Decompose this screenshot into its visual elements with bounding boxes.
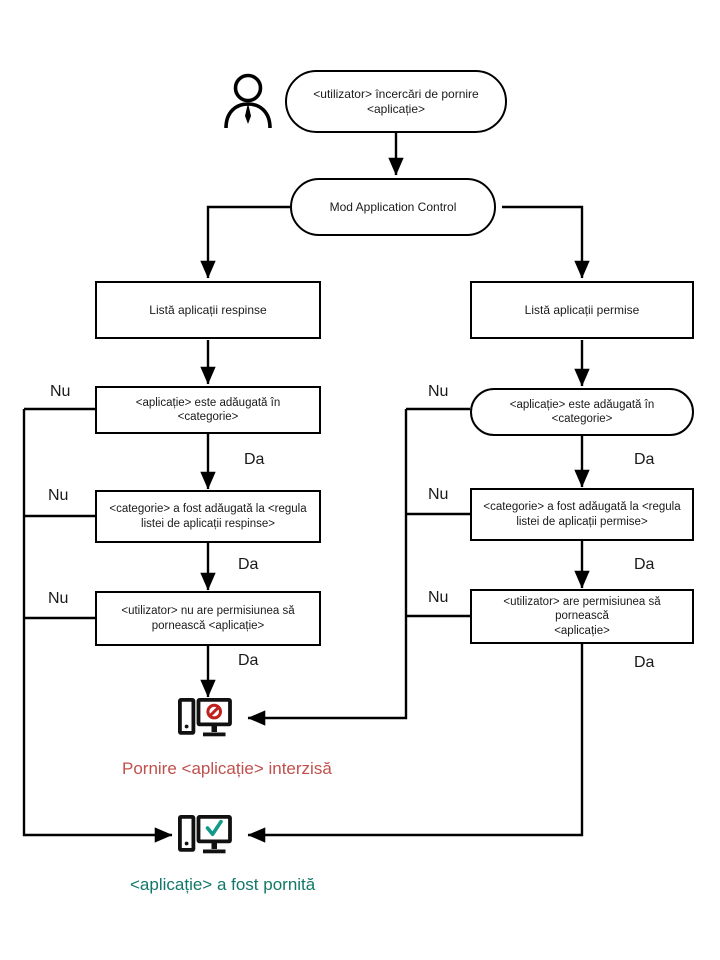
node-right-category[interactable]: <aplicație> este adăugată în <categorie>: [470, 388, 694, 436]
edge-right-rail-to-denied-icon: [247, 409, 408, 726]
outcome-started-caption: <aplicație> a fost pornită: [130, 875, 316, 894]
edge-left-rail-to-started-icon: [22, 409, 173, 843]
edge-label-right-category-yes: Da: [634, 451, 655, 468]
edge-label-right-permission-yes: Da: [634, 654, 655, 671]
edge-label-right-permission-no: Nu: [428, 589, 449, 606]
edge-label-left-category-no: Nu: [50, 383, 71, 400]
edge-label-right-rule-no: Nu: [428, 486, 449, 503]
node-left-permission-label: <utilizator> nu are permisiunea să porne…: [121, 605, 295, 632]
computer-allowed-icon: [178, 815, 232, 854]
node-left-rule[interactable]: <categorie> a fost adăugată la <regula l…: [95, 490, 321, 543]
edge-label-right-rule-yes: Da: [634, 556, 655, 573]
node-left-permission[interactable]: <utilizator> nu are permisiunea să porne…: [95, 591, 321, 646]
edge-mode-to-denied-list: [200, 205, 290, 279]
edge-right-permission-yes-to-started-icon: [247, 644, 584, 843]
node-left-category[interactable]: <aplicație> este adăugată în <categorie>: [95, 386, 321, 434]
node-right-rule-label: <categorie> a fost adăugată la <regula l…: [483, 501, 681, 528]
node-left-rule-label: <categorie> a fost adăugată la <regula l…: [109, 503, 307, 530]
edge-label-right-category-no: Nu: [428, 383, 449, 400]
computer-blocked-icon: [178, 698, 232, 737]
node-right-category-label: <aplicație> este adăugată în <categorie>: [509, 398, 655, 425]
edge-label-left-rule-yes: Da: [238, 556, 259, 573]
node-allowed-list[interactable]: Listă aplicații permise: [470, 281, 694, 339]
node-right-permission[interactable]: <utilizator> are permisiunea să porneasc…: [470, 589, 694, 644]
node-denied-list-label: Listă aplicații respinse: [149, 302, 267, 317]
edge-label-left-permission-no: Nu: [48, 590, 69, 607]
person-icon: [224, 73, 272, 129]
node-start-label: <utilizator> încercări de pornire <aplic…: [313, 86, 479, 116]
edge-label-left-permission-yes: Da: [238, 652, 259, 669]
node-right-rule[interactable]: <categorie> a fost adăugată la <regula l…: [470, 488, 694, 541]
node-allowed-list-label: Listă aplicații permise: [524, 302, 640, 317]
node-left-category-label: <aplicație> este adăugată în <categorie>: [135, 396, 281, 423]
node-mode[interactable]: Mod Application Control: [290, 178, 496, 236]
outcome-denied-caption: Pornire <aplicație> interzisă: [122, 759, 332, 778]
node-mode-label: Mod Application Control: [329, 199, 457, 214]
node-right-permission-label: <utilizator> are permisiunea să porneasc…: [503, 595, 661, 637]
node-start[interactable]: <utilizator> încercări de pornire <aplic…: [285, 70, 507, 133]
node-denied-list[interactable]: Listă aplicații respinse: [95, 281, 321, 339]
edge-label-left-category-yes: Da: [244, 451, 265, 468]
edge-label-left-rule-no: Nu: [48, 487, 69, 504]
edge-mode-to-allowed-list: [502, 205, 590, 279]
